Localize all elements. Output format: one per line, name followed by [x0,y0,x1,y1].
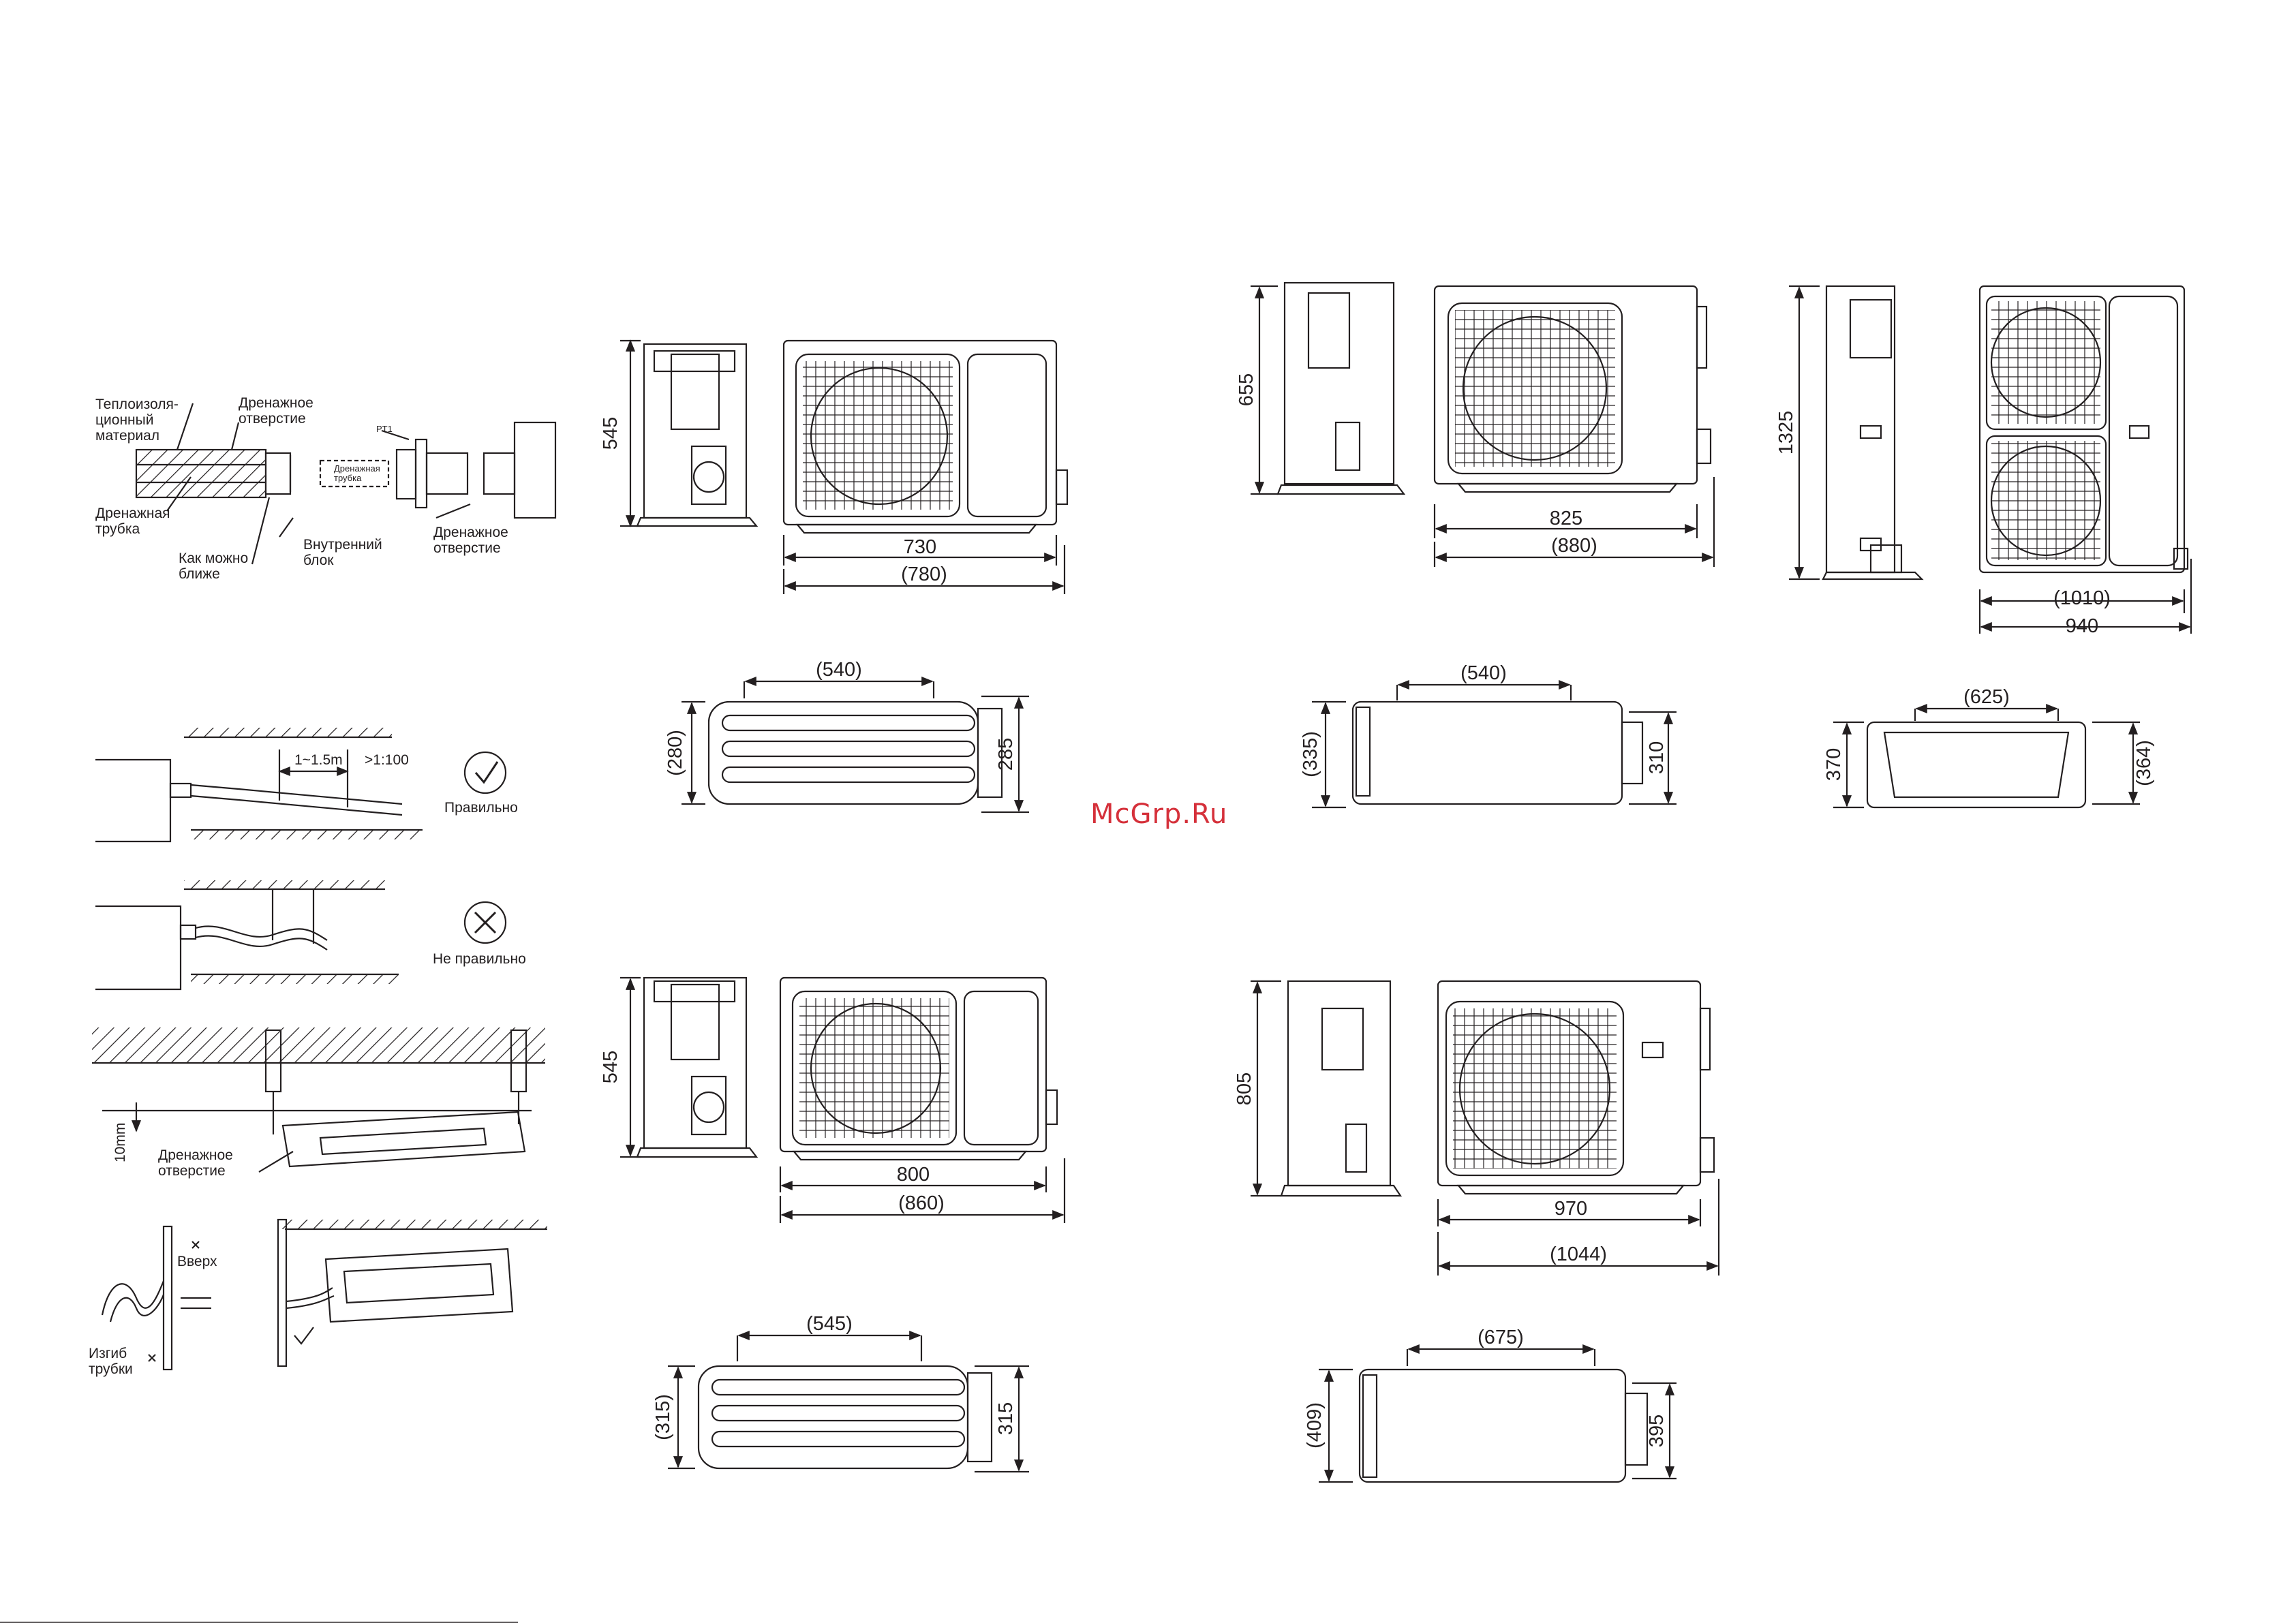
u2-depth-total: 310 [1646,741,1668,774]
u4-depth-total: 315 [995,1402,1017,1435]
label-drain-hole2-2: отверстие [433,540,501,556]
u1-width-total: (780) [901,563,947,585]
label-bend-2: трубки [89,1361,133,1377]
u2-width-total: (880) [1551,535,1597,557]
unit-2-top-view [1312,679,1677,809]
label-span: 1~1.5m [294,752,343,768]
label-indoor-2: блок [303,553,334,568]
unit-4-top-view [668,1330,1029,1473]
u5-mount: (675) [1478,1327,1524,1348]
label-drain-hole-1: Дренажное [239,395,313,411]
unit-1-side-view [620,339,759,527]
unit-2-front-view [1433,285,1715,567]
unit-3-front-view [1978,285,2192,634]
label-drain-hole-2: отверстие [239,411,306,427]
label-drain-pipe-1: Дренажная [95,506,170,521]
label-drain-hole2-1: Дренажное [433,525,508,540]
label-slope: >1:100 [365,752,409,768]
label-pipe-small-1: Дренажная [334,463,380,474]
ceiling-mount-detail [92,1027,545,1173]
u2-mount: (540) [1460,662,1507,684]
label-close-1: Как можно [179,551,248,566]
label-close-2: ближе [179,566,220,582]
u2-depth: (335) [1300,731,1321,777]
label-insulation-2: ционный [95,412,153,428]
u1-depth: (280) [664,730,686,776]
drain-connection-labels: Теплоизоля- ционный материал Дренажное о… [95,395,508,582]
u2-width: 825 [1550,508,1582,529]
unit-2-dimensions: 655 825 (880) (540) (335) 310 [1236,373,1668,777]
label-drain-pipe-2: трубка [95,521,140,537]
u1-width: 730 [904,536,936,558]
u1-depth-total: 285 [995,738,1017,771]
u5-width-total: (1044) [1550,1243,1607,1265]
label-pipe-small-2: трубка [334,473,362,483]
unit-5-dimensions: 805 970 (1044) (675) (409) 395 [1234,1072,1668,1449]
unit-3-top-view [1833,703,2140,809]
label-incorrect: Не правильно [433,951,526,967]
unit-5-front-view [1437,980,1720,1276]
unit-5-side-view [1251,980,1403,1197]
unit-3-side-view [1789,285,1924,581]
label-insulation-3: материал [95,428,159,444]
pipe-bend-detail [101,1218,547,1371]
u2-height: 655 [1236,373,1257,406]
u3-width: 940 [2066,615,2098,637]
label-pt1: PT1 [376,424,393,434]
u5-depth: (409) [1304,1402,1326,1449]
unit-1-top-view [682,676,1029,814]
u1-height: 545 [600,417,622,450]
label-up: Вверх [177,1254,217,1269]
u3-height: 1325 [1775,411,1797,455]
label-indoor-1: Внутренний [303,537,382,553]
label-gap: 10mm [112,1123,128,1162]
unit-4-dimensions: 545 800 (860) (545) (315) 315 [600,1051,1017,1440]
u4-depth: (315) [652,1394,674,1440]
u4-height: 545 [600,1051,622,1083]
slope-correct-detail [95,728,507,843]
slope-incorrect-detail [95,880,507,991]
u3-depth-total: (364) [2133,740,2155,786]
u3-width-total: (1010) [2053,587,2111,609]
u3-depth: 370 [1823,748,1845,781]
label-hole-2: отверстие [158,1163,226,1179]
label-hole-1: Дренажное [158,1147,233,1163]
u5-depth-total: 395 [1646,1415,1668,1447]
unit-4-side-view [620,976,759,1158]
u3-mount: (625) [1963,686,2010,708]
unit-3-dimensions: 1325 (1010) 940 (625) 370 (364) [1775,411,2155,786]
unit-5-top-view [1319,1344,1677,1483]
unit-1-dimensions: 545 730 (780) (540) (280) 285 [600,417,1017,776]
label-insulation-1: Теплоизоля- [95,397,179,412]
label-bend-1: Изгиб [89,1346,127,1361]
u5-width: 970 [1555,1198,1587,1220]
u5-height: 805 [1234,1072,1255,1105]
u1-mount: (540) [816,659,862,681]
u4-mount: (545) [806,1313,853,1335]
unit-2-side-view [1251,281,1406,495]
watermark: McGrp.Ru [1090,799,1228,830]
unit-4-front-view [779,976,1066,1223]
u4-width: 800 [897,1164,930,1186]
unit-1-front-view [782,339,1069,594]
drain-connection-detail [135,403,557,565]
label-correct: Правильно [444,800,518,816]
u4-width-total: (860) [898,1192,945,1214]
